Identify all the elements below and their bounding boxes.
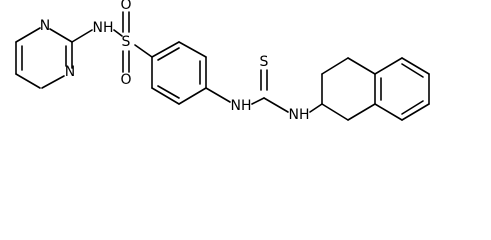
bond-bz-1	[151, 41, 180, 58]
atom-label-sulfonyl-o-bottom: O	[120, 72, 131, 88]
bond-ar-1	[374, 57, 403, 75]
bond-tet-6	[321, 103, 349, 121]
atom-label-sulfonyl-o-top: O	[120, 0, 131, 13]
bond-bz-4	[178, 87, 207, 105]
atom-label-thiourea-s: S	[260, 54, 269, 70]
atom-label-thiourea-nh-left: NH	[231, 98, 252, 114]
bond-ar-4-inner	[401, 100, 424, 115]
bond-bz-5-inner	[157, 85, 180, 99]
bond-pyr-c6-n1	[49, 28, 73, 43]
bond-ar-4	[401, 103, 430, 121]
bond-tet-2	[321, 57, 349, 75]
bond-pyr-c4-n5	[41, 75, 65, 89]
bond-pyr-c3-c4	[15, 73, 41, 89]
bond-bz-1-inner	[157, 47, 180, 61]
atom-label-thiourea-nh-right: NH	[289, 107, 310, 123]
bond-nh-c	[251, 97, 265, 105]
bond-s-benzene	[134, 44, 153, 58]
bond-tet-3	[347, 57, 376, 75]
bond-pyr-n1-c2	[15, 27, 41, 43]
atom-label-sulfonamide-nh: NH	[93, 20, 114, 36]
bond-c-nh-right	[263, 97, 289, 113]
bond-nh-s	[113, 29, 123, 37]
bond-bz-2	[178, 41, 207, 58]
bond-ar-5	[374, 103, 403, 121]
bond-tet-5	[347, 103, 376, 121]
atom-label-pyrimidine-n-top: N	[40, 18, 50, 34]
atom-label-sulfur: S	[122, 34, 131, 50]
bond-pyr-nh	[71, 29, 93, 43]
bond-nh-tetralin	[309, 103, 323, 113]
bond-ar-2	[401, 57, 430, 75]
bond-ar-2-inner	[401, 63, 424, 78]
bond-benzene-nh	[205, 87, 231, 103]
atom-labels: N N NH S O O S NH NH	[40, 0, 310, 123]
bond-bz-5	[151, 87, 180, 105]
atom-label-pyrimidine-n-bottom: N	[65, 64, 75, 80]
bonds	[15, 11, 430, 121]
molecule-structure-diagram: N N NH S O O S NH NH	[15, 0, 430, 123]
